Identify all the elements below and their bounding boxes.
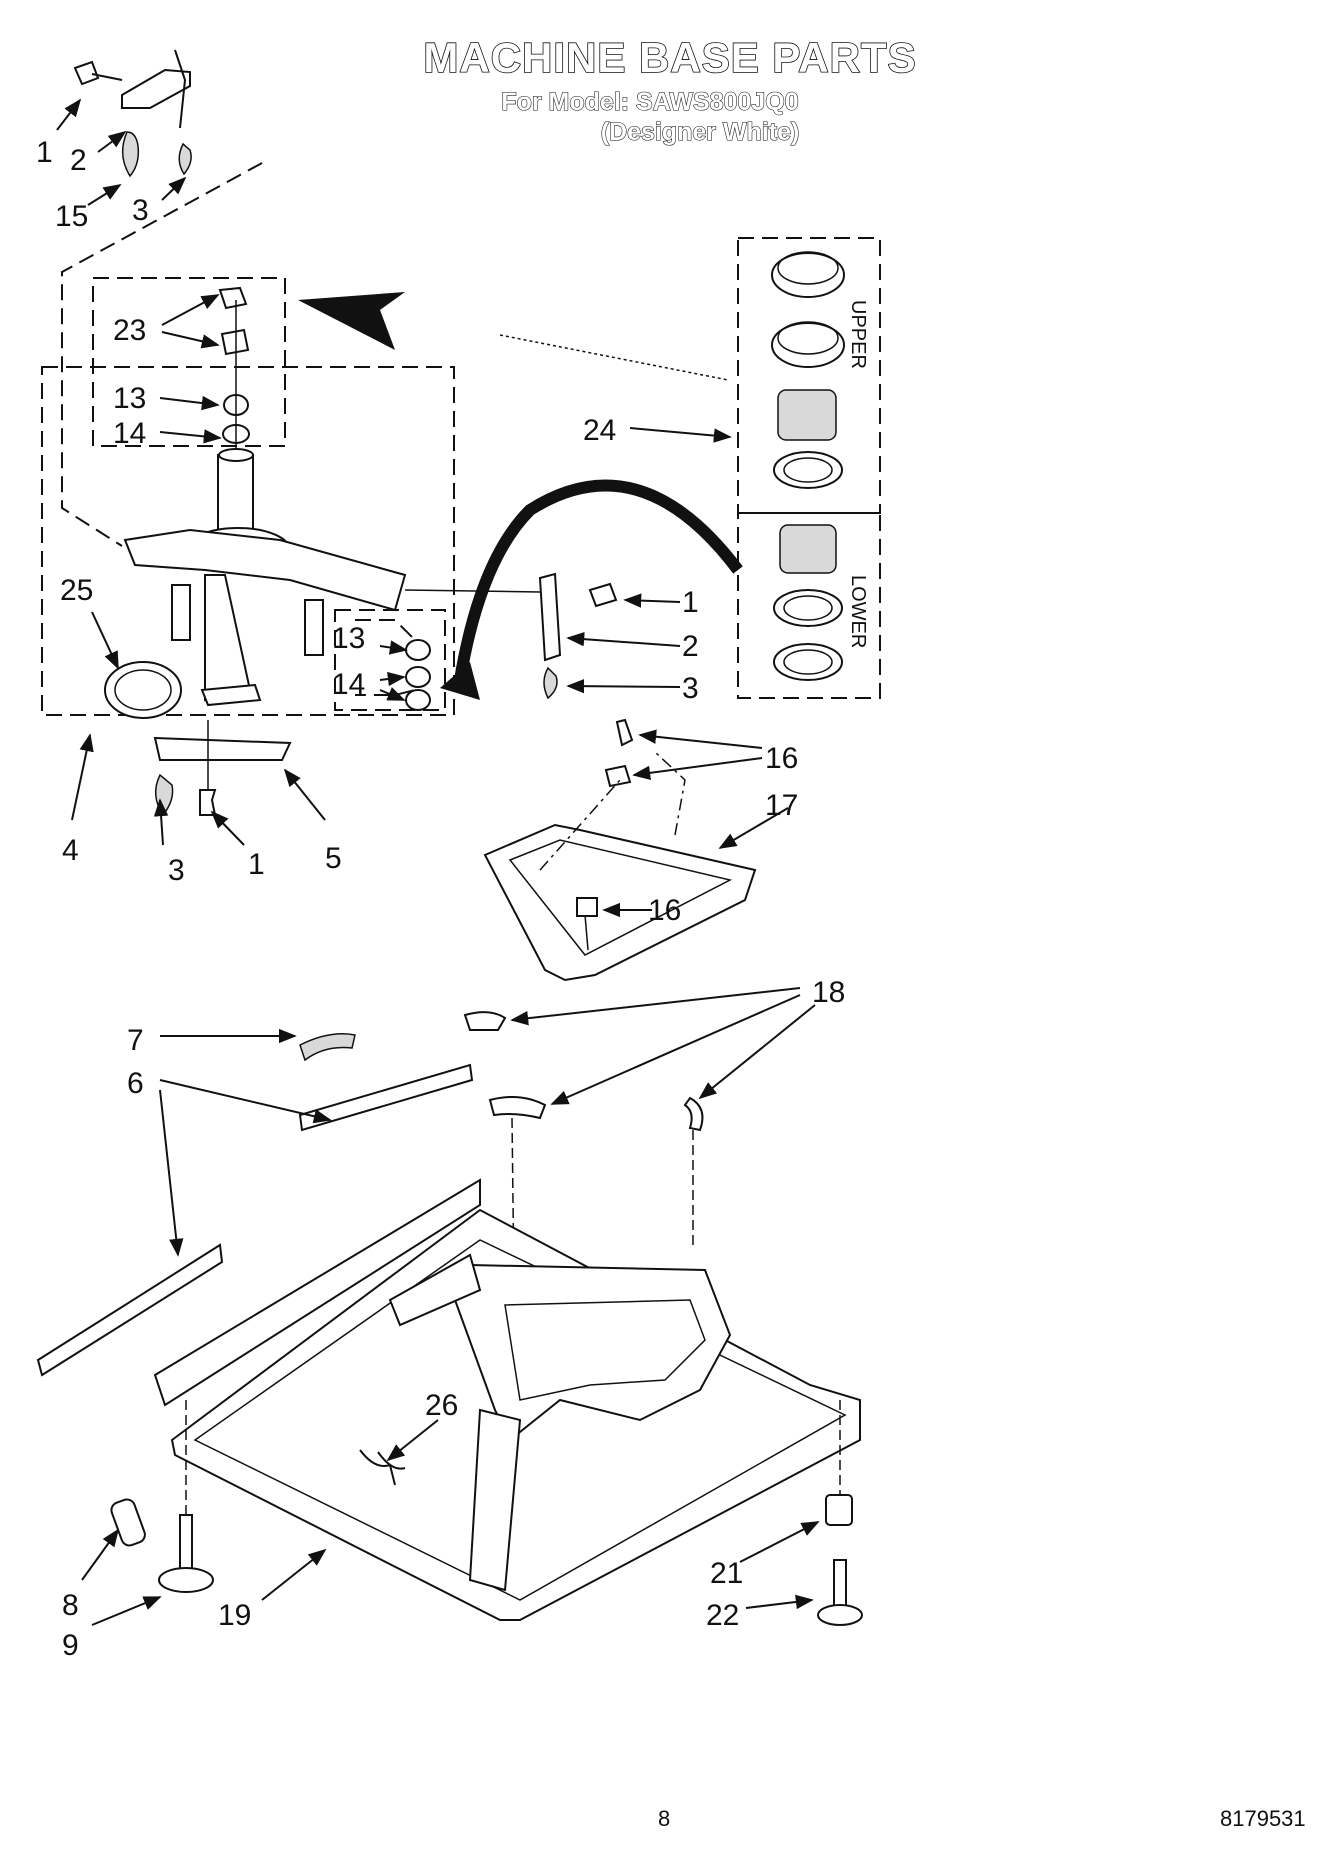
mid-parts [36,1011,704,1377]
callout-label: 3 [132,194,149,227]
lower-group-label: LOWER [847,575,869,648]
document-number: 8179531 [1220,1806,1306,1831]
callout-label: 25 [60,574,93,607]
callout-label: 7 [127,1024,144,1057]
leveling-feet [110,1400,863,1626]
variant-line: (Designer White) [600,117,800,146]
callout-label: 2 [70,144,87,177]
callout-label: 16 [765,742,798,775]
right-bracket-assembly [355,479,743,711]
callout-label: 8 [62,1589,79,1622]
callout-label: 6 [127,1067,144,1100]
callout-label: 1 [682,586,699,619]
callout-label: 18 [812,976,845,1009]
callout-label: 14 [332,668,365,701]
callout-label: 3 [168,854,185,887]
page-title: MACHINE BASE PARTS [423,33,917,82]
callout-label: 26 [425,1389,458,1422]
callout-label: 4 [62,834,79,867]
callout-label: 24 [583,414,616,447]
callout-label: 21 [710,1557,743,1590]
top-bracket-assembly [61,49,263,547]
callout-label: 13 [332,622,365,655]
callout-label: 14 [113,417,146,450]
machine-base-frame [153,1178,861,1621]
callout-label: 19 [218,1599,251,1632]
callout-label: 5 [325,842,342,875]
callout-label: 9 [62,1629,79,1662]
page-number: 8 [658,1806,671,1831]
lower-bracket-assembly [153,720,292,817]
callout-label: 17 [765,789,798,822]
callout-label: 16 [648,894,681,927]
callout-label: 3 [682,672,699,705]
callout-label: 23 [113,314,146,347]
transmission-hub [104,448,541,719]
hub-assembly-boxes [41,277,455,716]
bearing-kit-group: UPPER LOWER [298,237,881,699]
callout-label: 1 [36,136,53,169]
callout-label: 2 [682,630,699,663]
callout-label: 13 [113,382,146,415]
callout-label: 1 [248,848,265,881]
callout-label: 15 [55,200,88,233]
model-line: For Model: SAWS800JQ0 [501,87,799,116]
leader-lines [56,98,820,1626]
callout-labels: 1 2 15 3 23 13 14 24 25 13 14 1 2 3 4 3 … [36,136,845,1662]
callout-label: 22 [706,1599,739,1632]
upper-group-label: UPPER [847,300,869,369]
tub-support-frame [483,718,757,982]
